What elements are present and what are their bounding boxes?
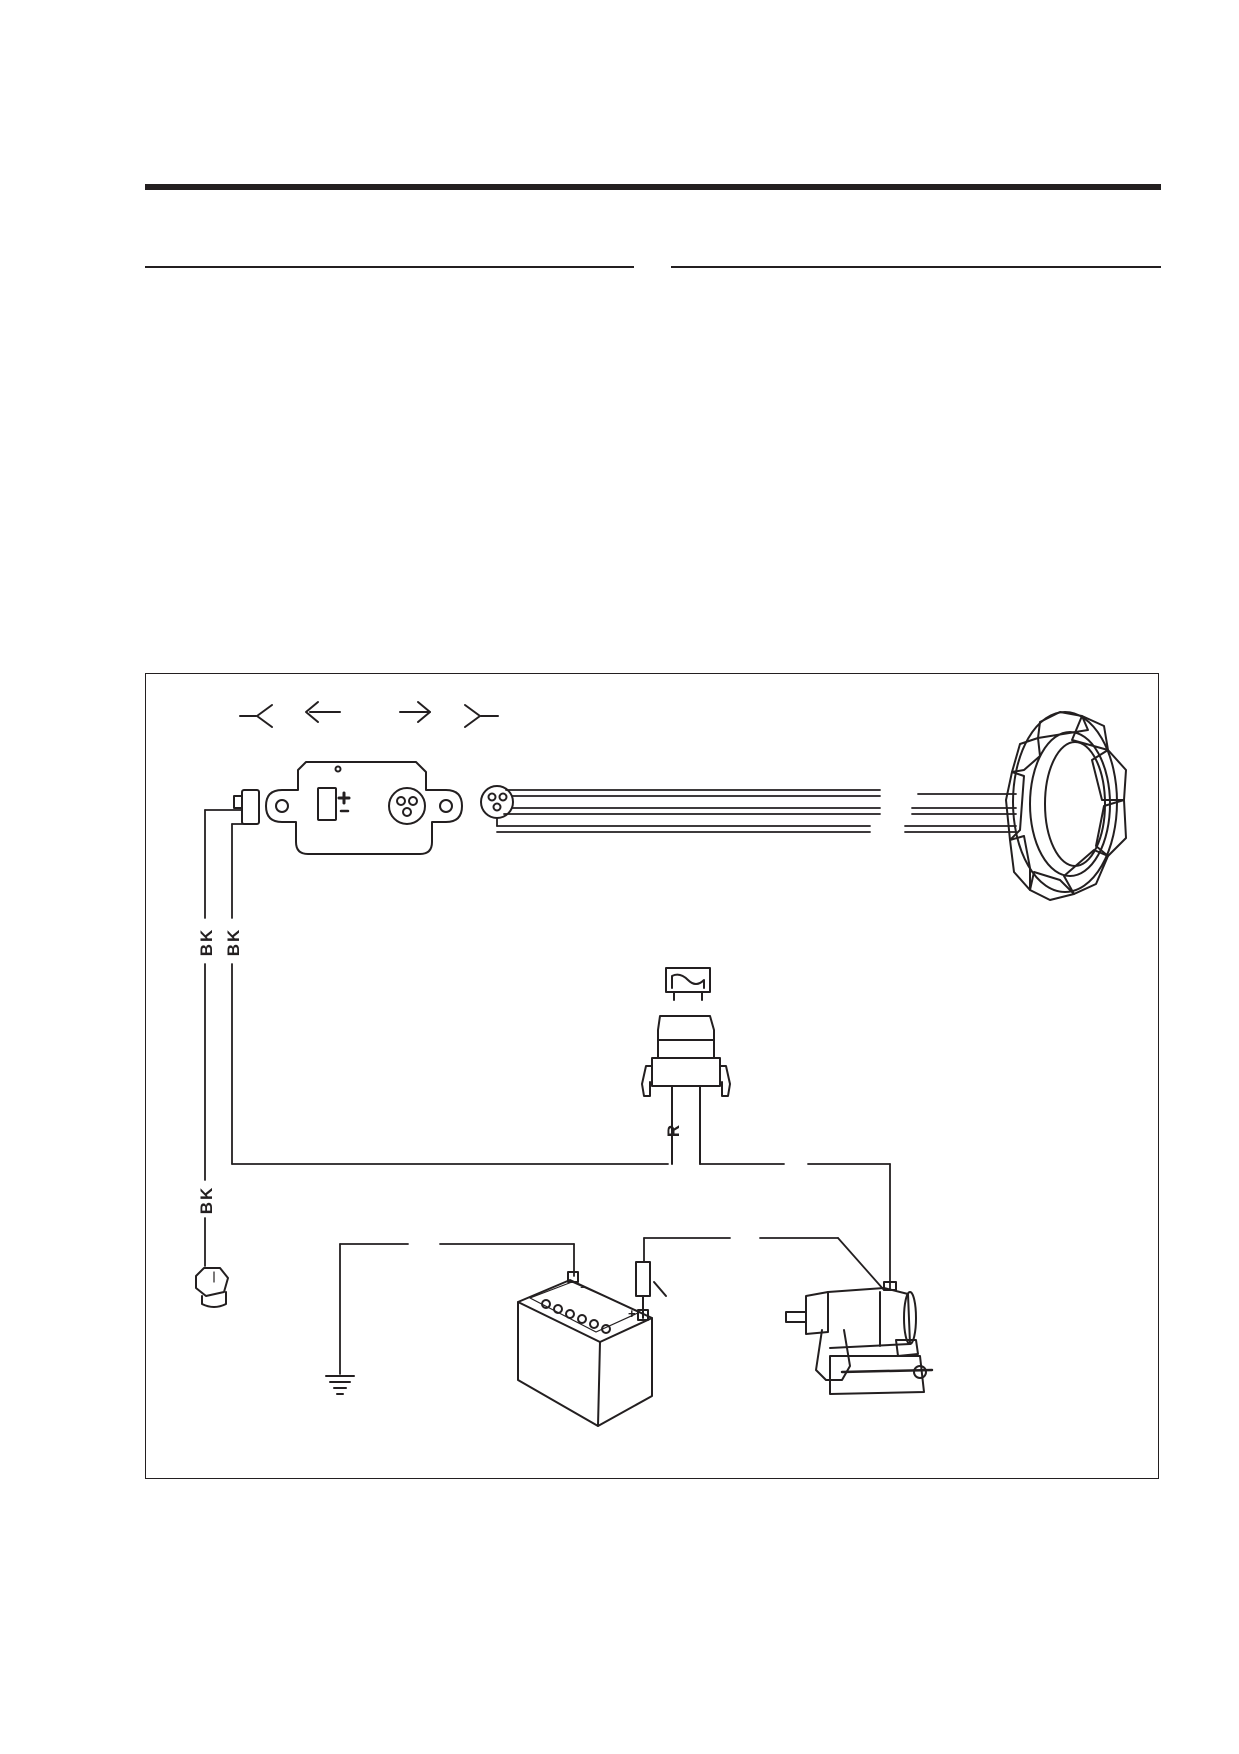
battery-negative-mark: − xyxy=(580,1279,588,1295)
wire-label-bk-right: BK xyxy=(224,928,243,957)
wire-label-red: R xyxy=(664,1123,683,1137)
header-rule xyxy=(145,184,1161,190)
fuse-holder-icon xyxy=(641,1015,731,1165)
starter-motor-icon xyxy=(785,1281,934,1395)
column-rule-left xyxy=(145,266,634,268)
arrow-right-icon xyxy=(399,701,431,723)
ground-symbol-icon xyxy=(325,1375,355,1395)
small-connector-icon xyxy=(233,789,260,825)
stator-icon xyxy=(1005,711,1127,901)
wire-label-bk-left: BK xyxy=(197,928,216,957)
ground-wires xyxy=(204,809,669,1267)
battery-wires xyxy=(339,1237,885,1375)
ground-bolt-icon xyxy=(195,1267,229,1308)
diagram-frame xyxy=(145,673,1159,1479)
column-rule-right xyxy=(671,266,1161,268)
direction-arrows xyxy=(239,701,499,728)
stator-plug-icon xyxy=(480,785,514,819)
connector-symbol-left-icon xyxy=(239,704,273,728)
stator-wires xyxy=(496,789,1017,833)
arrow-left-icon xyxy=(305,701,341,723)
connector-symbol-right-icon xyxy=(464,704,499,728)
voltage-regulator-icon xyxy=(265,761,463,855)
battery-positive-mark: + xyxy=(628,1306,636,1321)
battery-icon xyxy=(517,1271,653,1427)
starter-feed-wire xyxy=(699,1163,891,1291)
fuse-icon xyxy=(665,967,711,1001)
wire-label-bk-lower: BK xyxy=(197,1186,216,1215)
